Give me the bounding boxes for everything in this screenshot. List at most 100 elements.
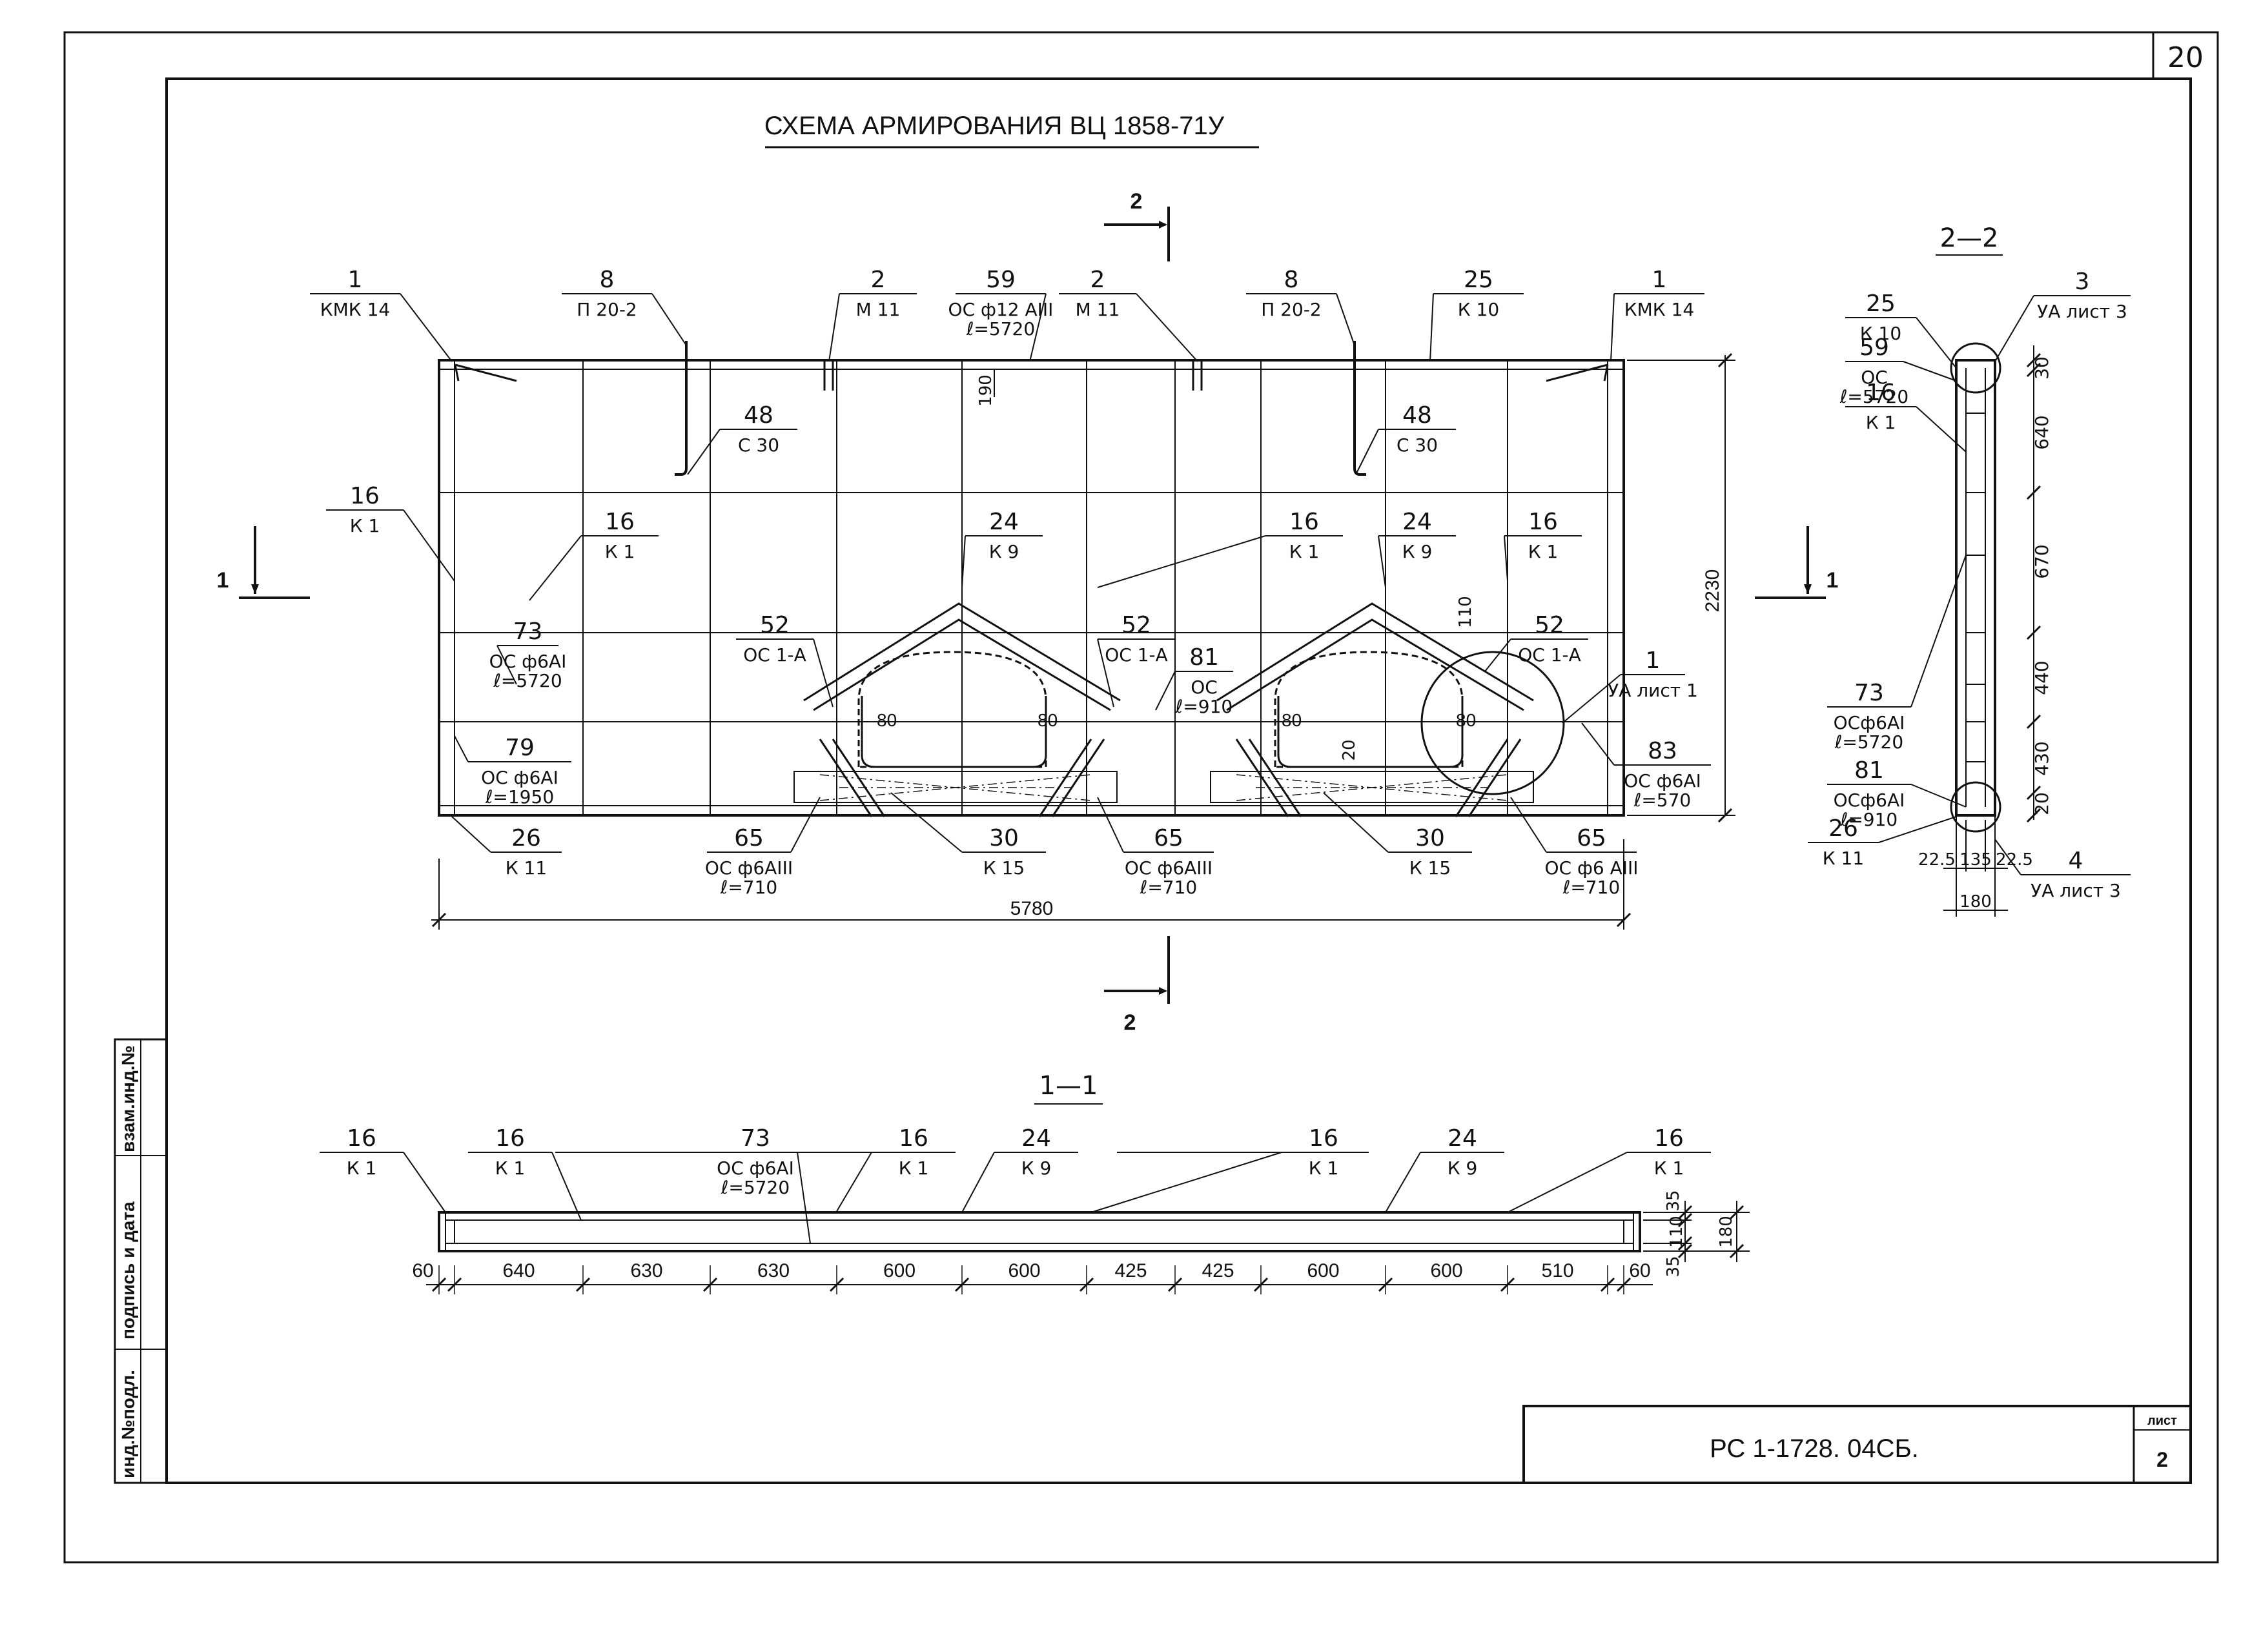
sec11-hdim-1: 640 — [502, 1260, 535, 1281]
top-leader-5-mark: П 20-2 — [1261, 299, 1322, 320]
sec22-leader-3-mark: УА лист 3 — [2037, 301, 2127, 322]
inner-leader-5-pos: 16 — [1289, 509, 1319, 535]
sec11-leader-1-mark: К 1 — [495, 1157, 526, 1179]
sec22-leader-5-pos: 81 — [1854, 757, 1884, 784]
inner-leader-5: 16К 1 — [1097, 509, 1343, 588]
bottom-leader-5-mark: ОС ф6 АIII — [1544, 857, 1638, 879]
sec22-leader-6-mark: К 11 — [1823, 848, 1864, 869]
dim-80-b: 80 — [1038, 710, 1058, 730]
inner-leader-11-mark: ОС — [1191, 677, 1218, 698]
sec11-hdim-0: 60 — [412, 1260, 433, 1281]
sec22-bdim-total: 180 — [1959, 892, 1992, 912]
svg-text:5780: 5780 — [1010, 898, 1054, 919]
sec11-hdim-4: 600 — [883, 1260, 916, 1281]
inner-leader-15-mark: ОС ф6АI — [1624, 770, 1701, 791]
top-leader-5-pos: 8 — [1284, 267, 1299, 293]
sec11-leader-3: 16К 1 — [835, 1125, 956, 1213]
top-leader-6: 25К 10 — [1429, 267, 1524, 362]
inner-leader-9-mark: ОС 1-А — [1105, 644, 1168, 666]
sec22-vdim-2: 670 — [2031, 544, 2052, 578]
inner-leader-13-mark: ОС ф6АI — [481, 767, 558, 788]
inner-leader-10-pos: 52 — [1535, 612, 1564, 638]
sec11-leader-1: 16К 1 — [468, 1125, 582, 1221]
sec11-hdim-11: 60 — [1629, 1260, 1650, 1281]
inner-leader-10: 52 ОС 1-А — [1484, 612, 1588, 672]
bottom-leader-4-pos: 30 — [1415, 825, 1445, 851]
top-leader-4: 2М 11 — [1059, 267, 1198, 362]
sheet-number: 2 — [2156, 1448, 2168, 1471]
sec11-leader-3-pos: 16 — [899, 1125, 928, 1152]
sec22-leader-7-mark: УА лист 3 — [2031, 880, 2121, 901]
sec22-leader-2-mark: К 1 — [1866, 412, 1896, 433]
sec11-hdim-5: 600 — [1008, 1260, 1040, 1281]
sec11-leader-7: 16К 1 — [1507, 1125, 1711, 1213]
page-number: 20 — [2167, 41, 2204, 74]
sec22-leader-3-pos: 3 — [2075, 269, 2090, 295]
inner-leader-0-mark: С 30 — [738, 434, 779, 456]
sec22-leader-1-pos: 59 — [1859, 334, 1889, 361]
inner-leader-9-pos: 52 — [1121, 612, 1151, 638]
sec11-vdim-2: 35 — [1664, 1256, 1683, 1277]
section-mark-2-top: 2 — [1130, 189, 1143, 214]
sec22-vdim-1: 640 — [2031, 415, 2052, 449]
sec11-vdim-1: 110 — [1667, 1216, 1686, 1248]
inner-leader-14-mark: УА лист 1 — [1608, 680, 1698, 701]
sec22-leader-5-mark: ОСф6АI — [1834, 790, 1905, 811]
inner-leader-14: 1УА лист 1 — [1562, 648, 1698, 724]
inner-leader-6-mark: К 9 — [1402, 541, 1433, 562]
inner-leader-7-mark: К 1 — [1528, 541, 1559, 562]
inner-leader-6-pos: 24 — [1402, 509, 1432, 535]
top-leader-6-pos: 25 — [1464, 267, 1493, 293]
bottom-leader-5-length: ℓ=710 — [1562, 877, 1620, 898]
bottom-leader-1-mark: ОС ф6АIII — [705, 857, 793, 879]
inner-leader-2-pos: 16 — [350, 483, 380, 509]
bottom-leader-0-pos: 26 — [511, 825, 541, 851]
dim-width: 5780 — [431, 839, 1632, 930]
sec11-leader-0-pos: 16 — [347, 1125, 376, 1152]
inner-leader-4-pos: 24 — [989, 509, 1019, 535]
inner-leader-11-length: ℓ=910 — [1175, 696, 1233, 717]
inner-leader-7: 16К 1 — [1504, 509, 1582, 582]
inner-leader-1-pos: 48 — [1402, 402, 1432, 429]
inner-leader-3-pos: 16 — [605, 509, 635, 535]
sec11-leader-0: 16К 1 — [320, 1125, 446, 1213]
top-leader-2: 2М 11 — [828, 267, 917, 362]
dim-110: 110 — [1456, 596, 1475, 628]
inner-leader-12-length: ℓ=5720 — [493, 670, 562, 691]
sec22-leader-2-pos: 16 — [1866, 380, 1896, 406]
sec11-hdim-7: 425 — [1202, 1260, 1234, 1281]
sec22-leader-4-length: ℓ=5720 — [1834, 731, 1903, 753]
top-leader-7-mark: КМК 14 — [1624, 299, 1694, 320]
inner-leader-10-mark: ОС 1-А — [1518, 644, 1581, 666]
sec22-leader-4-pos: 73 — [1854, 680, 1884, 706]
sec11-vdim-3: 180 — [1717, 1216, 1736, 1248]
sec11-hdim-3: 630 — [757, 1260, 790, 1281]
sec11-leader-2-length: ℓ=5720 — [721, 1177, 790, 1198]
section-1-1: 1—1 — [426, 1071, 1750, 1285]
sec11-hdim-9: 600 — [1430, 1260, 1462, 1281]
inner-leader-4: 24К 9 — [961, 509, 1043, 588]
sec22-leader-5-length: ℓ=910 — [1840, 809, 1898, 830]
dim-20: 20 — [1340, 739, 1359, 760]
sec11-hdim-6: 425 — [1114, 1260, 1147, 1281]
sec11-vdim-0: 35 — [1664, 1190, 1683, 1211]
inner-leader-15-length: ℓ=570 — [1633, 790, 1691, 811]
bottom-leader-3-pos: 65 — [1154, 825, 1183, 851]
top-leader-5: 8 П 20-2 — [1246, 267, 1355, 346]
sec22-vdim-0: 30 — [2031, 356, 2052, 380]
top-leader-2-pos: 2 — [871, 267, 886, 293]
sec22-leader-4-mark: ОСф6АI — [1834, 712, 1905, 733]
bottom-leader-3-length: ℓ=710 — [1140, 877, 1197, 898]
bottom-leader-1-length: ℓ=710 — [720, 877, 777, 898]
inner-leader-13-length: ℓ=1950 — [485, 786, 554, 808]
sec22-leader-7-pos: 4 — [2069, 848, 2083, 874]
sheet-label: лист — [2147, 1414, 2177, 1428]
sec22-leader-1-length: ℓ=5720 — [1839, 386, 1908, 407]
